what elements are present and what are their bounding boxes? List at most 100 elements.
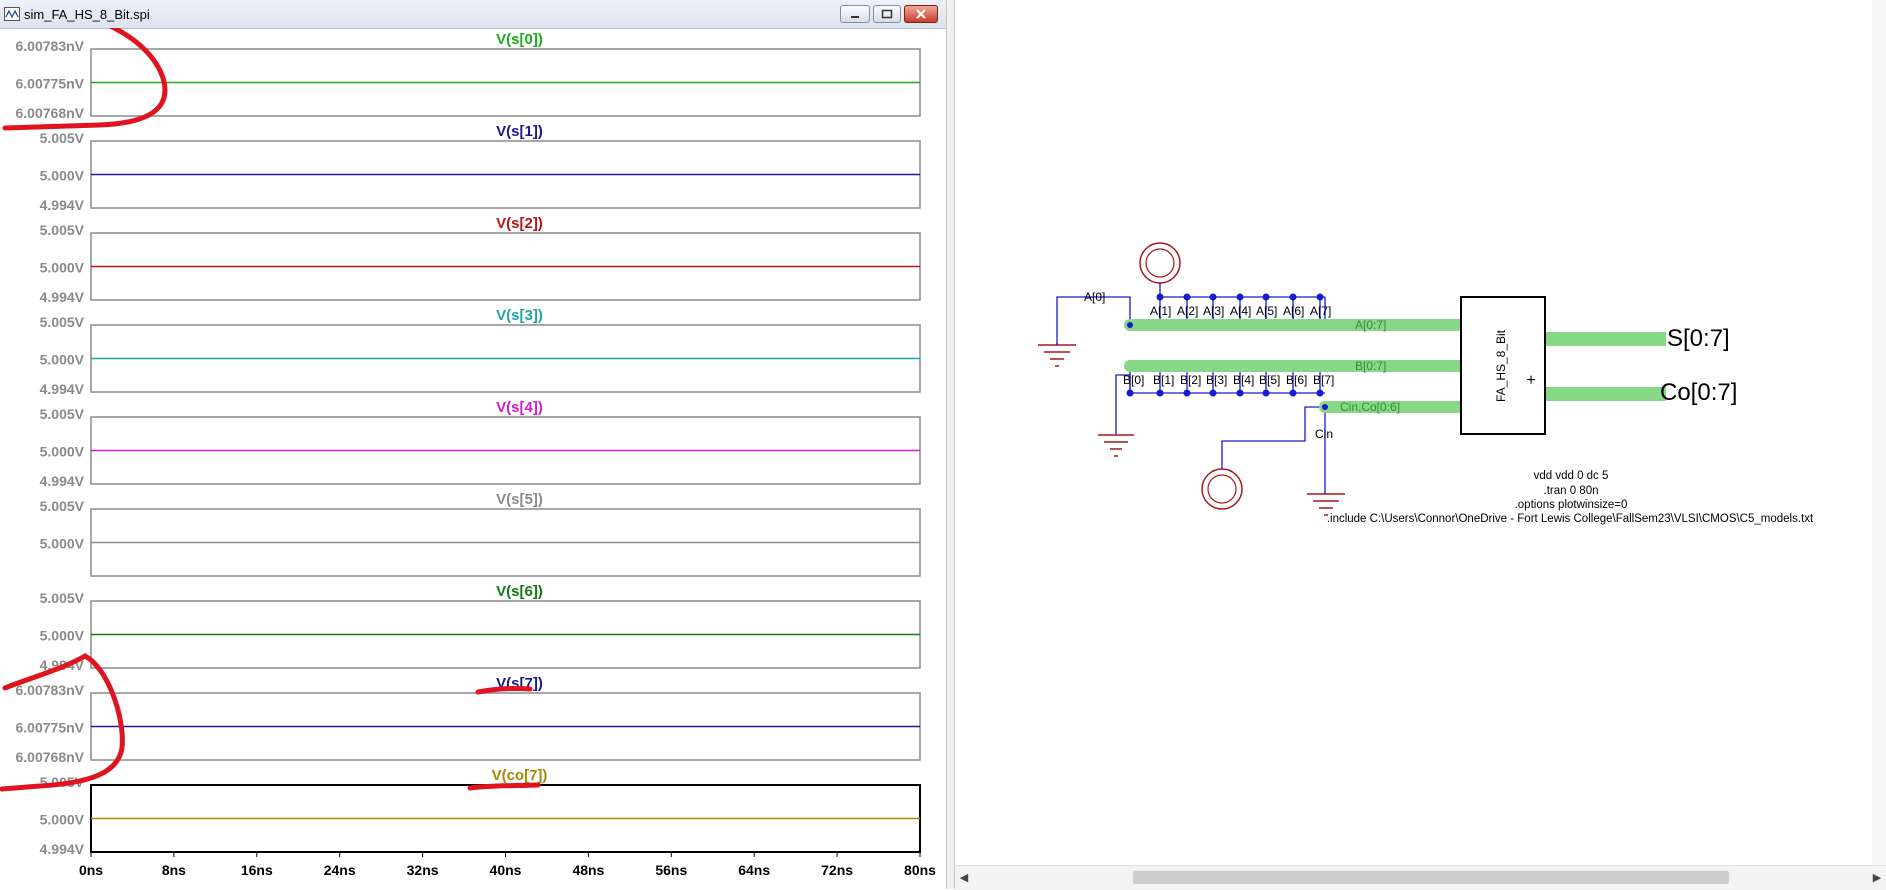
voltage-source-icon[interactable] [1201, 468, 1243, 510]
scroll-right-arrow-icon[interactable]: ▶ [1872, 872, 1882, 884]
y-tick-label: 5.005V [40, 222, 85, 238]
window-title: sim_FA_HS_8_Bit.spi [24, 7, 150, 22]
trace-label[interactable]: V(s[3]) [496, 307, 543, 324]
junction-dot [1127, 322, 1133, 328]
annotation-marks [0, 28, 541, 792]
junction-dot [1236, 293, 1244, 301]
x-tick-label: 80ns [904, 862, 936, 878]
y-tick-label: 5.005V [40, 130, 85, 146]
directive-line[interactable]: .tran 0 80n [1544, 485, 1599, 497]
net-label-a-tap: A[3] [1203, 304, 1224, 318]
directive-line[interactable]: vdd vdd 0 dc 5 [1534, 470, 1609, 482]
net-label-a-tap: A[2] [1177, 304, 1198, 318]
x-tick-label: 0ns [79, 862, 103, 878]
fa-hs-8-bit-block[interactable]: FA_HS_8_Bit + [1460, 296, 1546, 435]
y-tick-label: 6.00775nV [16, 720, 85, 736]
waveform-plot-area[interactable]: V(s[0]) 6.00783nV 6.00775nV 6.00768nV V(s[1]… [0, 28, 946, 889]
block-name: FA_HS_8_Bit [1494, 329, 1508, 402]
y-tick-label: 4.994V [40, 473, 85, 489]
directive-line[interactable]: .options plotwinsize=0 [1515, 499, 1628, 511]
y-tick-label: 5.000V [40, 352, 85, 368]
block-plus-pin: + [1526, 372, 1535, 389]
minimize-button[interactable] [840, 5, 870, 23]
y-tick-label: 6.00783nV [16, 38, 85, 54]
minimize-icon [851, 16, 859, 18]
junction-dot [1316, 389, 1324, 397]
junction-dot [1322, 404, 1328, 410]
horizontal-scrollbar[interactable]: ◀ ▶ [955, 865, 1886, 890]
junction-dot [1156, 293, 1164, 301]
net-label-a0: A[0] [1084, 290, 1105, 304]
y-tick-label: 6.00768nV [16, 105, 85, 121]
net-label-b-tap: B[3] [1206, 373, 1227, 387]
spice-directives[interactable]: vdd vdd 0 dc 5 .tran 0 80n .options plotwi… [1327, 470, 1814, 525]
junction-dot [1156, 389, 1164, 397]
junction-dot [1316, 293, 1324, 301]
bus-b-label: B[0:7] [1355, 359, 1386, 373]
net-label-b-tap: B[0] [1123, 373, 1144, 387]
close-button[interactable] [904, 5, 938, 23]
y-tick-label: 5.000V [40, 812, 85, 828]
trace-label[interactable]: V(s[2]) [496, 215, 543, 232]
ground-icon [1098, 434, 1134, 457]
y-tick-label: 4.994V [40, 289, 85, 305]
trace-label[interactable]: V(s[4]) [496, 399, 543, 416]
trace-label[interactable]: V(s[0]) [496, 31, 543, 48]
net-label-b-tap: B[2] [1180, 373, 1201, 387]
y-tick-label: 5.000V [40, 168, 85, 184]
trace-label[interactable]: V(s[1]) [496, 123, 543, 140]
y-tick-label: 6.00783nV [16, 682, 85, 698]
waveform-viewer-window: sim_FA_HS_8_Bit.spi V(s[0]) 6.00783nV 6.00… [0, 0, 947, 889]
x-tick-label: 8ns [162, 862, 186, 878]
x-tick-label: 40ns [490, 862, 522, 878]
pane-splitter[interactable] [946, 0, 955, 889]
junction-dot [1289, 389, 1297, 397]
junction-dot [1289, 293, 1297, 301]
scrollbar-thumb[interactable] [1133, 871, 1729, 884]
x-tick-label: 32ns [407, 862, 439, 878]
trace-label[interactable]: V(s[5]) [496, 491, 543, 508]
net-label-b-tap: B[7] [1313, 373, 1334, 387]
net-label-a-tap: A[6] [1283, 304, 1304, 318]
close-icon [916, 9, 926, 19]
output-label-s: S[0:7] [1667, 325, 1730, 352]
vertical-scrollbar[interactable] [1872, 0, 1886, 865]
y-tick-label: 4.994V [40, 841, 85, 857]
net-label-a-tap: A[1] [1150, 304, 1171, 318]
net-label-b-tap: B[5] [1259, 373, 1280, 387]
trace-label[interactable]: V(s[6]) [496, 583, 543, 600]
waveform-pane[interactable]: V(s[0]) 6.00783nV 6.00775nV 6.00768nV [16, 31, 921, 121]
voltage-source-icon[interactable] [1139, 242, 1181, 284]
junction-dot [1209, 389, 1217, 397]
junction-dot [1262, 389, 1270, 397]
bus[interactable] [1124, 319, 1666, 413]
maximize-button[interactable] [873, 5, 901, 23]
window-titlebar[interactable]: sim_FA_HS_8_Bit.spi [0, 0, 946, 29]
schematic-canvas[interactable]: FA_HS_8_Bit + A[0] A[0:7] B[0:7] Cin,Co[… [955, 0, 1886, 865]
trace-label[interactable]: V(co[7]) [492, 767, 548, 784]
directive-line[interactable]: .include C:\Users\Connor\OneDrive - Fort… [1327, 513, 1814, 525]
y-tick-label: 6.00775nV [16, 76, 85, 92]
schematic-editor[interactable]: FA_HS_8_Bit + A[0] A[0:7] B[0:7] Cin,Co[… [955, 0, 1886, 890]
y-tick-label: 5.005V [40, 314, 85, 330]
junction-dot [1183, 293, 1191, 301]
ground-icon [1307, 493, 1345, 516]
junction-dot [1236, 389, 1244, 397]
net-label-cin: Cin [1315, 427, 1333, 441]
scroll-left-arrow-icon[interactable]: ◀ [959, 872, 969, 884]
x-tick-label: 64ns [738, 862, 770, 878]
x-tick-label: 16ns [241, 862, 273, 878]
bus-cin-label: Cin,Co[0:6] [1340, 400, 1400, 414]
junction-dot [1183, 389, 1191, 397]
x-tick-label: 72ns [821, 862, 853, 878]
y-tick-label: 5.005V [40, 498, 85, 514]
x-tick-label: 48ns [572, 862, 604, 878]
